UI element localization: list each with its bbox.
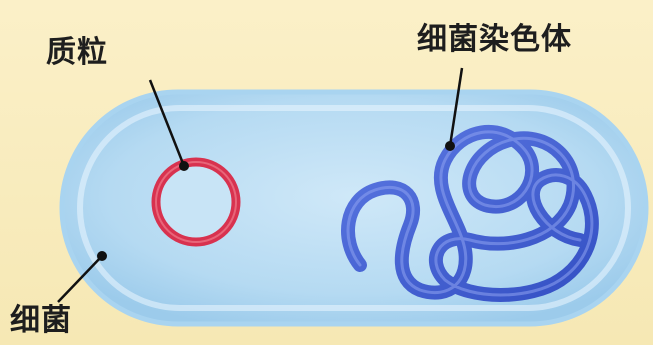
bacterial-chromosome <box>341 125 599 302</box>
plasmid-leader-line <box>148 79 186 167</box>
plasmid-label: 质粒 <box>46 35 108 70</box>
bacterium-leader-dot <box>97 251 107 261</box>
bacterium-leader-line <box>57 255 103 303</box>
plasmid-ring-highlight <box>155 161 237 243</box>
bacterium-label: 细菌 <box>10 303 72 338</box>
plasmid-leader-dot <box>179 161 189 171</box>
chromosome-leader-line <box>448 67 464 147</box>
chromosome-leader-dot <box>445 141 455 151</box>
chromosome-label: 细菌染色体 <box>417 22 572 57</box>
cell-inner-highlight <box>77 105 631 311</box>
